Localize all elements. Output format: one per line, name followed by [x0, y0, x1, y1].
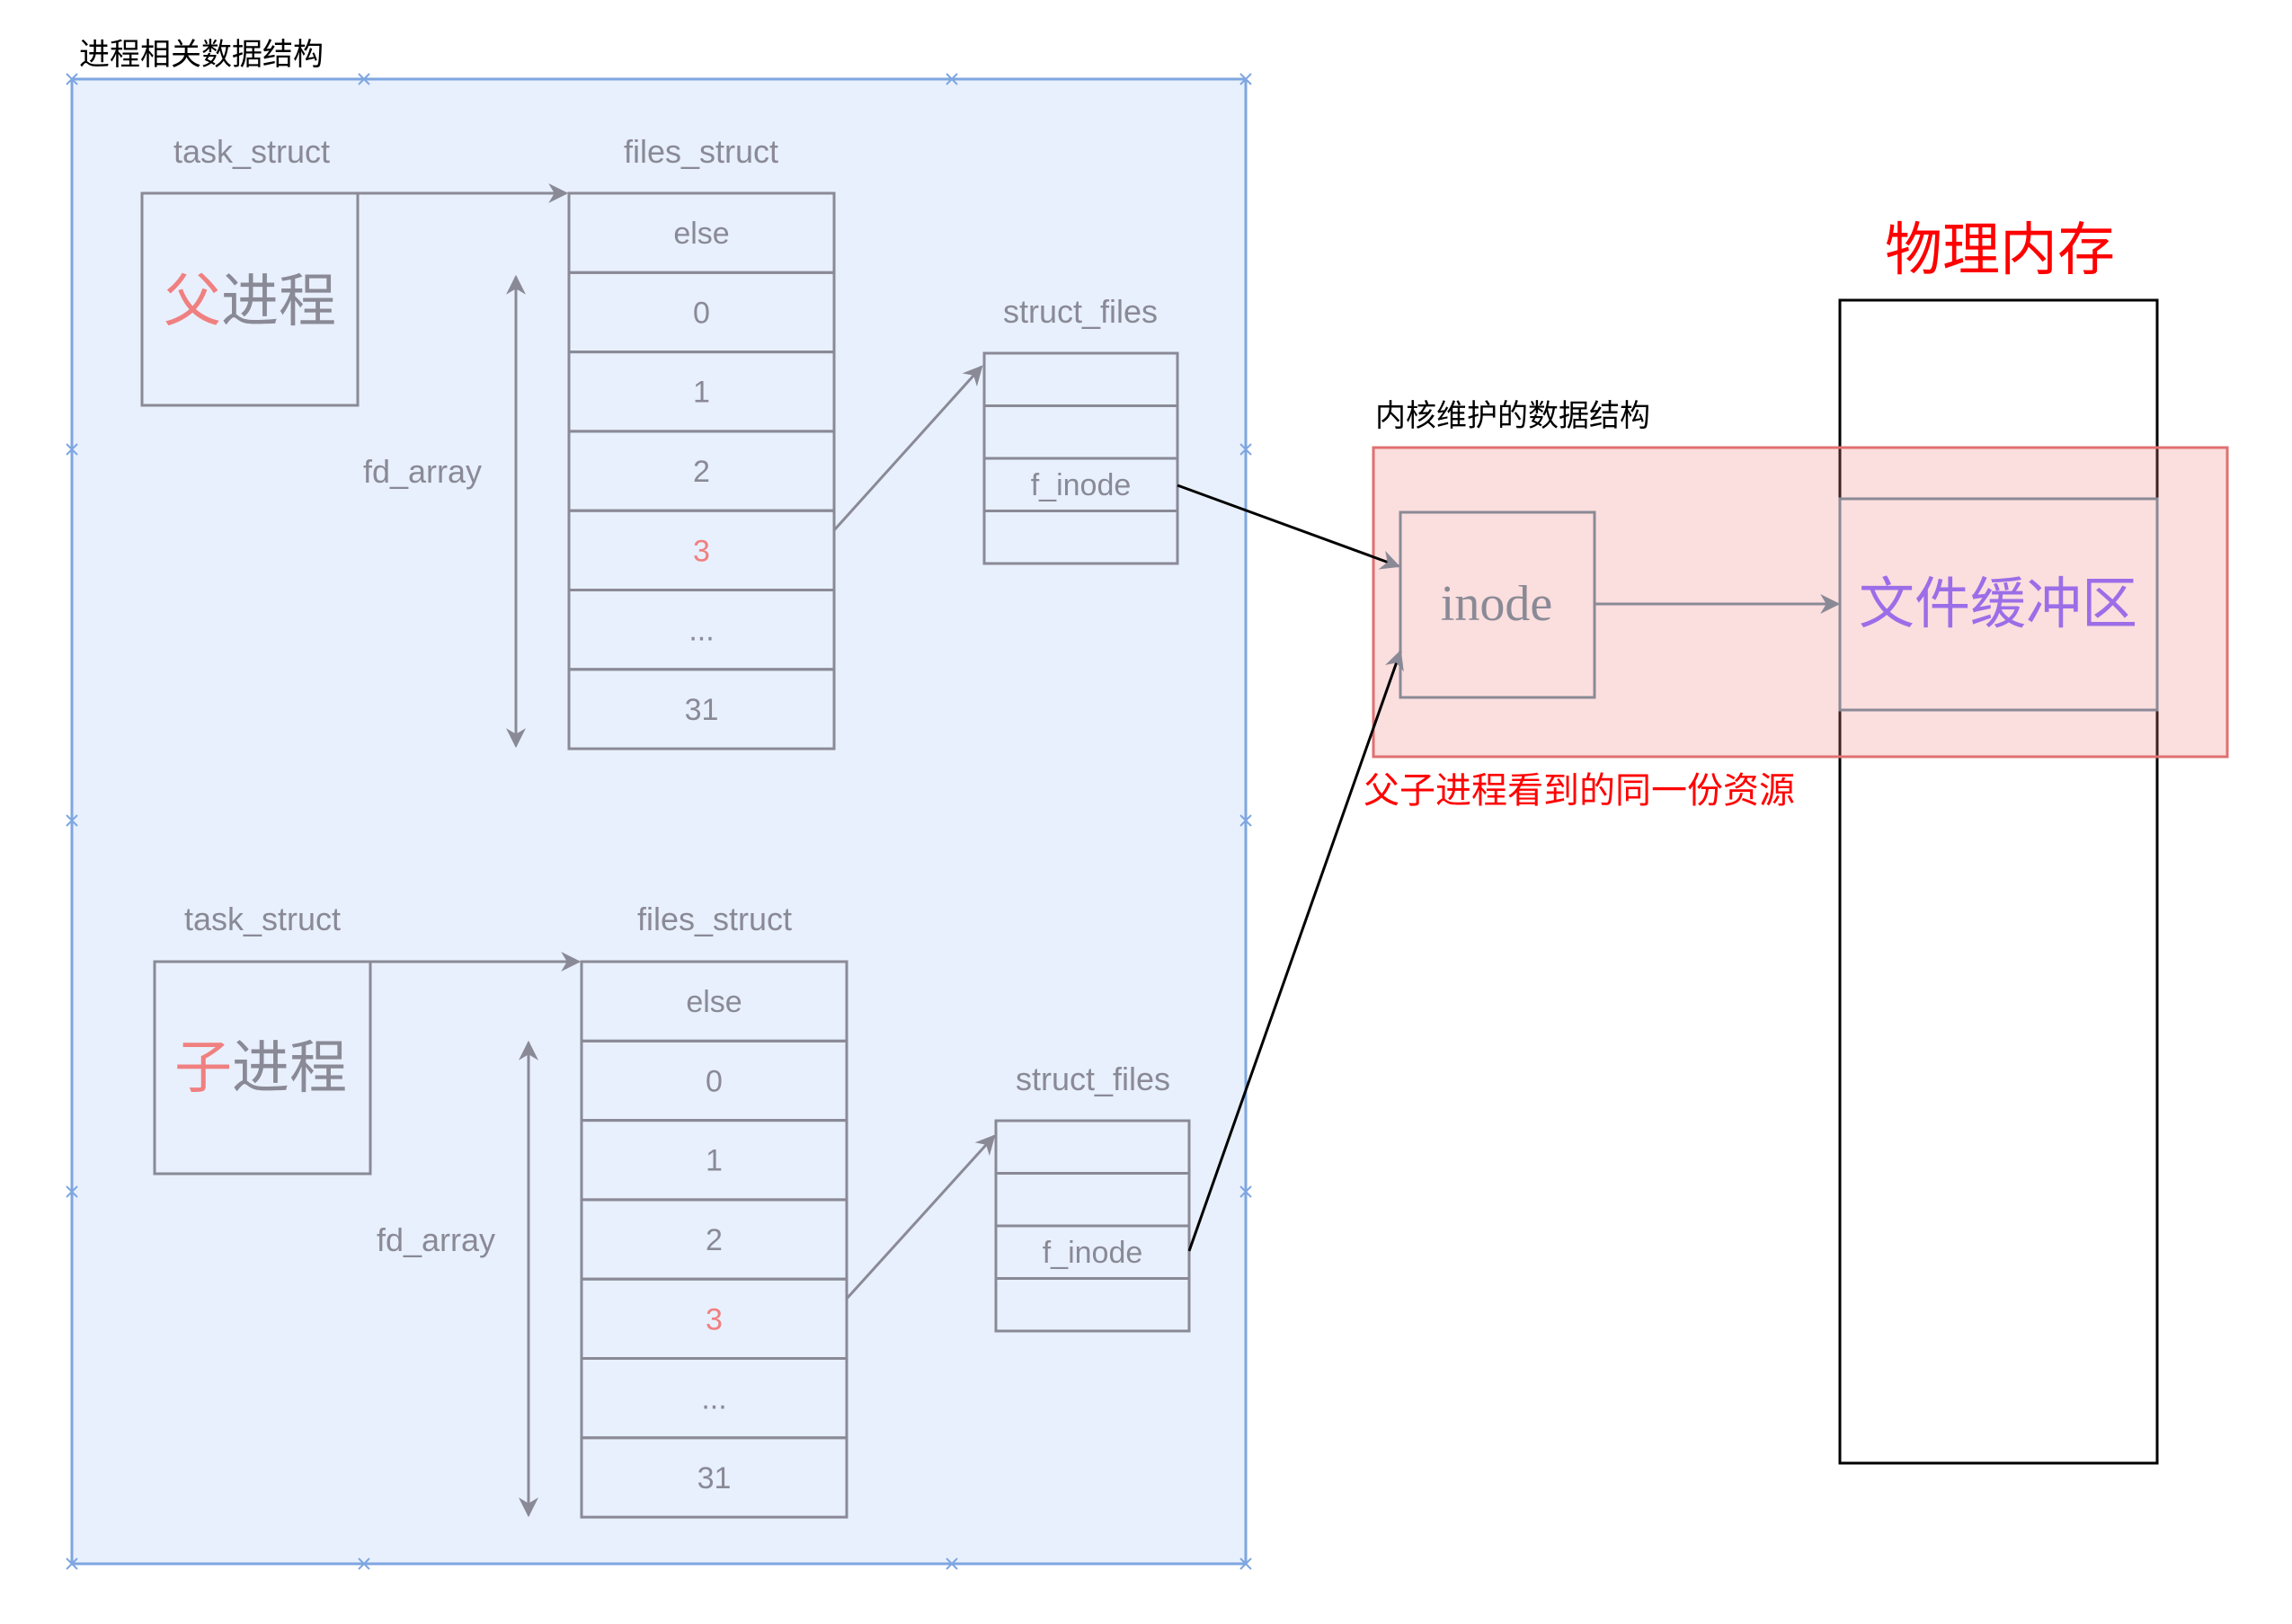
- parent-fd-cell-label: 0: [693, 296, 710, 330]
- parent-fd-cell-label: 1: [693, 376, 710, 410]
- child-process-label: 子进程: [174, 1036, 347, 1100]
- parent-fd-cell-label: 31: [685, 693, 719, 727]
- child-fd-cell: [580, 1436, 848, 1519]
- parent-struct-files-cell-label: f_inode: [1031, 468, 1132, 502]
- child-struct-files-cell-label: f_inode: [1043, 1236, 1143, 1270]
- parent-fd-cell-label: else: [673, 217, 729, 251]
- child-fd-cell-label: 31: [697, 1461, 732, 1495]
- child-files-struct-label: files_struct: [637, 901, 792, 937]
- child-fd-cell-label: 1: [706, 1144, 723, 1178]
- shared-resource-note: 父子进程看到的同一份资源: [1364, 770, 1795, 812]
- parent-fd-array-label: fd_array: [363, 453, 482, 490]
- child-struct-files-table: f_inode: [994, 1119, 1191, 1333]
- parent-process-group: task_struct 父进程 files_struct else 0 1 2 3...…: [140, 133, 1179, 750]
- child-finode-to-inode-arrow: [1187, 649, 1404, 1252]
- child-fd-cell-label: else: [686, 985, 742, 1019]
- child-fd-table: else 0 1 2 3... 31: [580, 960, 848, 1519]
- child-task-struct-box: [153, 960, 372, 1176]
- child-fd3-to-file-arrow: [845, 1134, 996, 1300]
- parent-fd-table: else 0 1 2 3... 31: [567, 191, 836, 750]
- child-fd-cell-label: ...: [701, 1382, 726, 1416]
- physical-memory-box: [1838, 298, 2159, 1465]
- parent-task-struct-box: [140, 191, 360, 407]
- parent-struct-files-cell: [982, 510, 1179, 565]
- parent-files-struct-label: files_struct: [624, 133, 778, 170]
- child-fd-array-label: fd_array: [377, 1221, 495, 1258]
- parent-task-struct-label: task_struct: [173, 133, 330, 170]
- parent-struct-files-label: struct_files: [1003, 293, 1158, 330]
- file-buffer-label: 文件缓冲区: [1859, 574, 2137, 635]
- parent-fd3-to-file-arrow: [832, 365, 983, 532]
- child-struct-files-cell: [994, 1277, 1191, 1333]
- region-title: 进程相关数据结构: [79, 37, 324, 73]
- parent-process-label: 父进程: [164, 270, 336, 333]
- parent-fd-cell-label: ...: [688, 614, 714, 648]
- physical-memory-title: 物理内存: [1885, 217, 2115, 284]
- child-process-group: task_struct 子进程 files_struct else 0 1 2 3...…: [153, 901, 1191, 1519]
- child-process-char: 子: [174, 1036, 232, 1100]
- child-task-struct-label: task_struct: [184, 901, 341, 937]
- process-region: [70, 77, 1248, 1566]
- parent-fd-cell: [567, 668, 836, 750]
- parent-struct-files-table: f_inode: [982, 351, 1179, 565]
- parent-process-char: 父: [164, 270, 221, 333]
- kernel-region-title: 内核维护的数据结构: [1375, 398, 1650, 434]
- child-fd-cell-label: 2: [706, 1223, 723, 1257]
- parent-process-rest: 进程: [221, 270, 336, 333]
- parent-fd-cell-label: 2: [693, 455, 710, 489]
- child-struct-files-label: struct_files: [1016, 1060, 1170, 1097]
- parent-fd-cell-label: 3: [693, 534, 710, 568]
- child-fd-cell-label: 0: [706, 1064, 723, 1098]
- child-process-rest: 进程: [232, 1036, 347, 1100]
- parent-finode-to-inode-arrow: [1177, 484, 1401, 570]
- child-fd-cell-label: 3: [706, 1302, 723, 1336]
- region-handles: [66, 73, 1252, 1570]
- inode-label: inode: [1441, 576, 1552, 632]
